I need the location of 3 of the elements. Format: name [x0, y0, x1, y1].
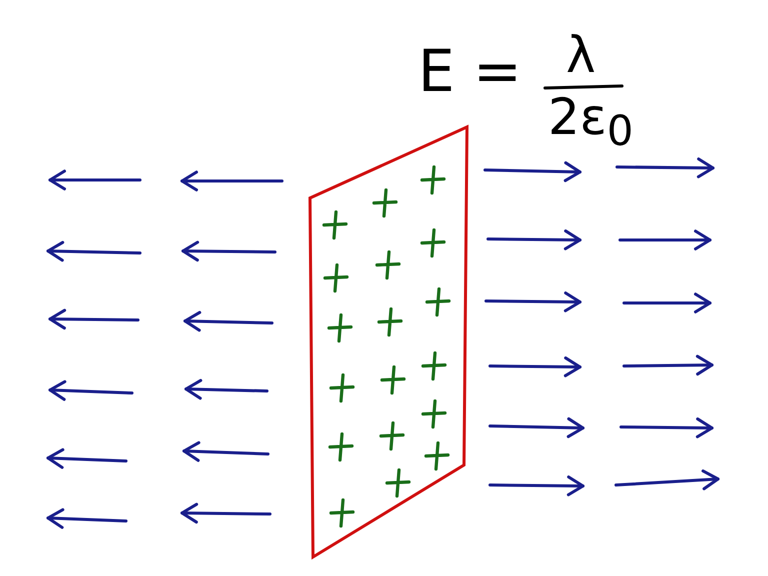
numerator: λ — [566, 30, 596, 80]
denominator: 2ε$_{0}$ — [548, 92, 634, 152]
formula-text: E = — [418, 42, 522, 100]
